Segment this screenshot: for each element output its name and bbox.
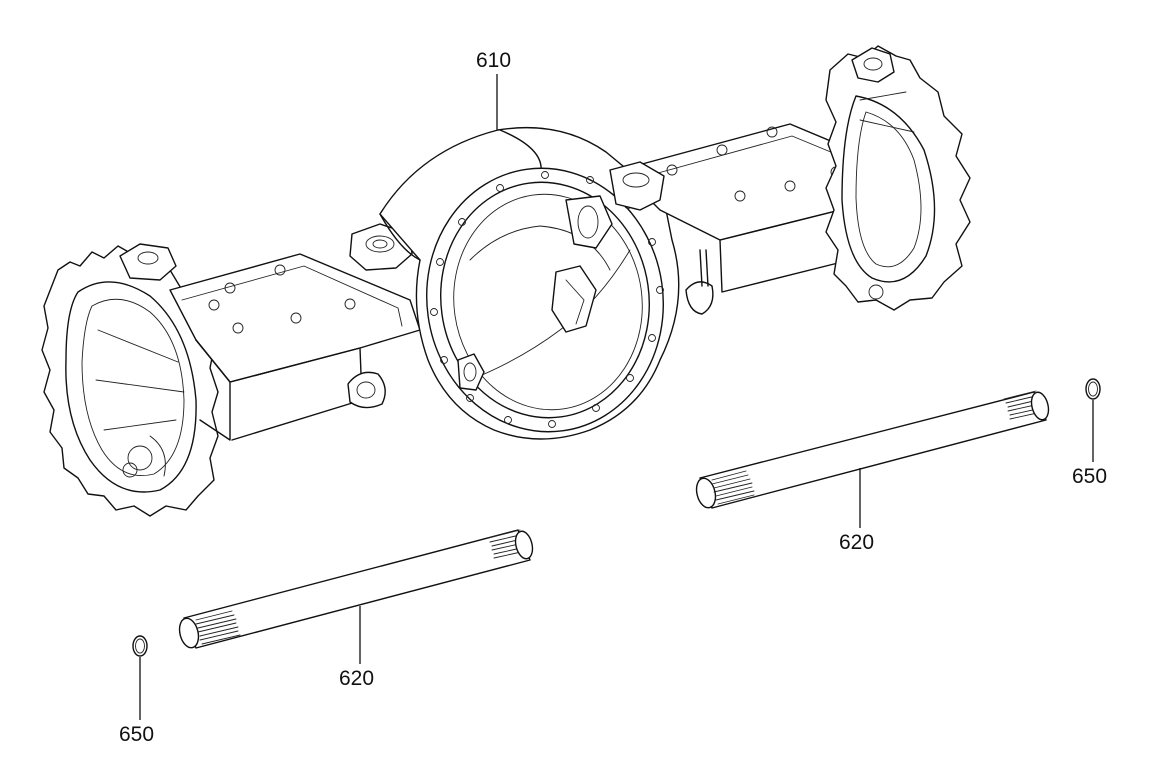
flange-bolt-holes (430, 171, 664, 428)
callout-610: 610 (476, 49, 512, 72)
snap-ring-650-right (1085, 378, 1101, 400)
left-hub-flange (41, 245, 219, 517)
snap-ring-650-left (132, 635, 148, 657)
differential-housing (379, 126, 680, 440)
callout-620-left: 620 (339, 667, 375, 690)
axle-housing-610 (41, 45, 971, 517)
left-axle-arm (119, 223, 421, 441)
right-hub-flange (825, 45, 971, 311)
callout-620-right: 620 (839, 531, 875, 554)
axle-shaft-620-left (178, 529, 534, 649)
axle-shaft-620-right (695, 390, 1050, 509)
callout-650-right: 650 (1072, 465, 1108, 488)
callout-650-left: 650 (119, 723, 155, 746)
right-axle-arm (609, 123, 901, 315)
